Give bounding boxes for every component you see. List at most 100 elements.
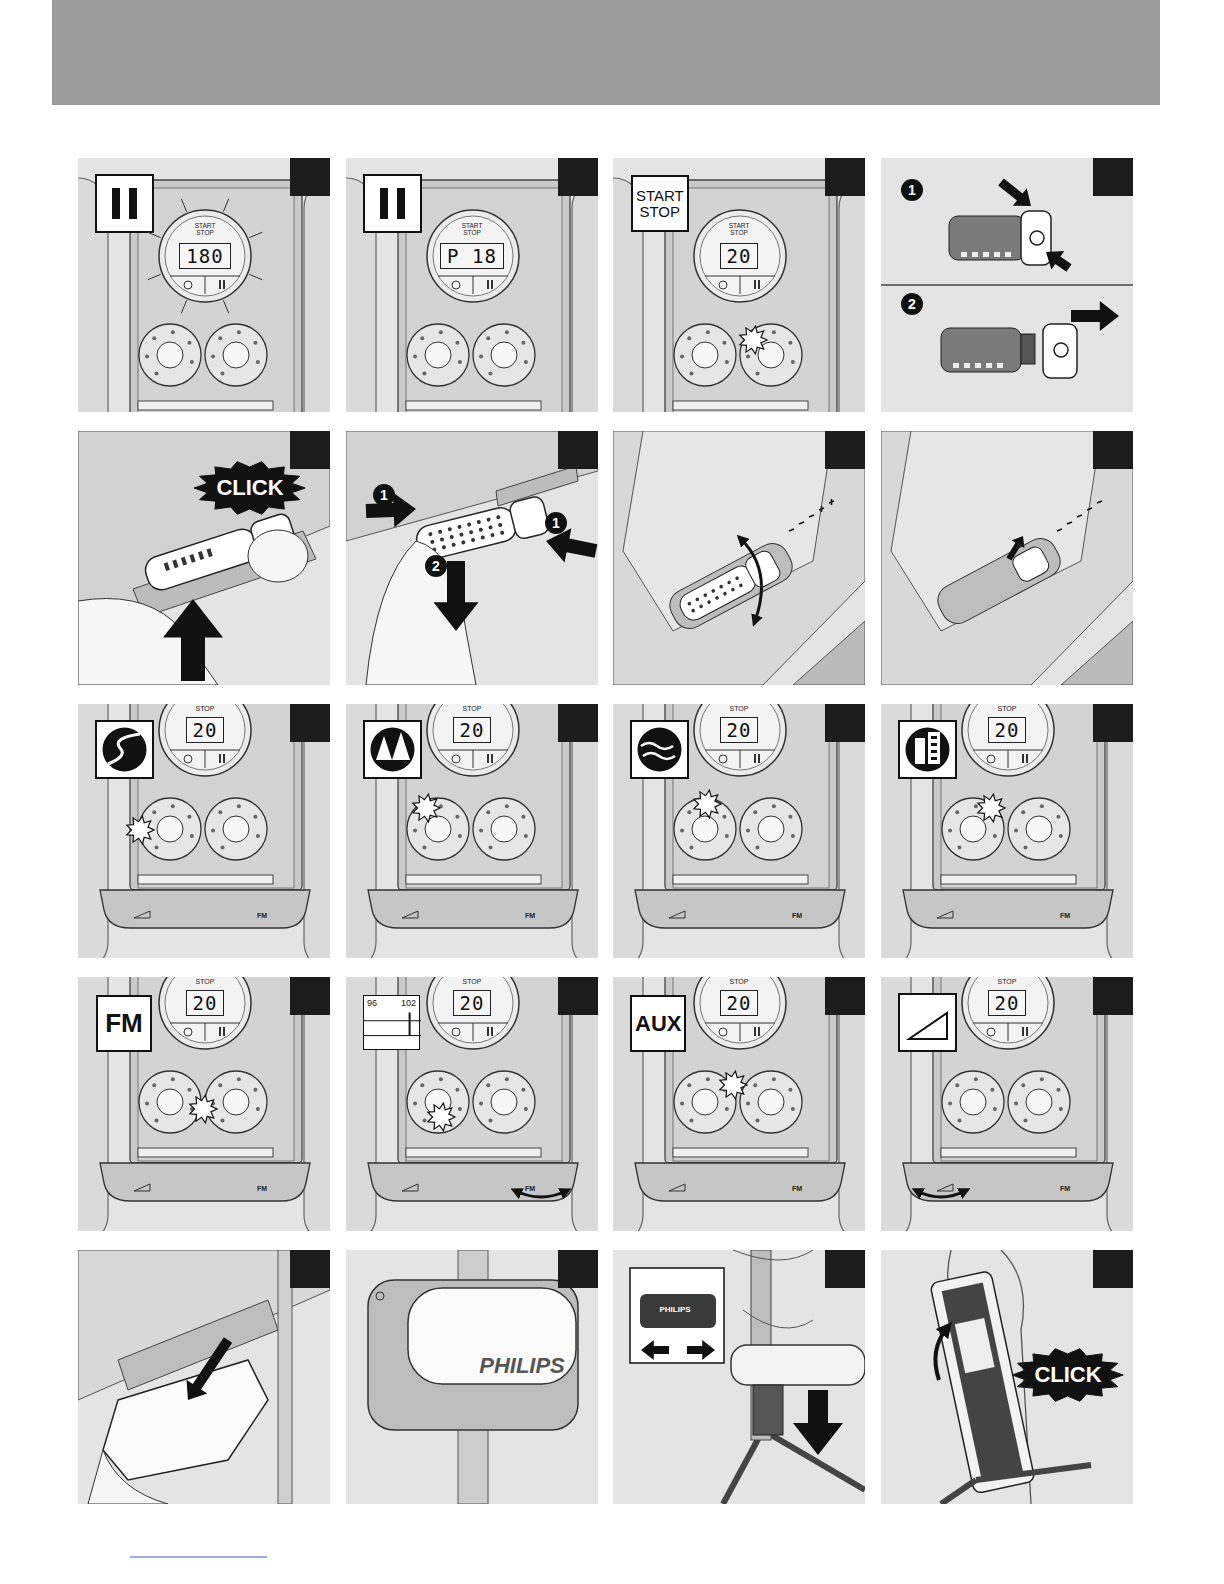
- illustration-rect: [406, 1148, 541, 1157]
- illustration-path: [100, 890, 310, 928]
- illustration-rect: [986, 363, 992, 368]
- illustration-circle: [687, 601, 692, 606]
- arrow: [998, 178, 1031, 206]
- illustration-g: [881, 178, 1133, 378]
- display-readout: P 18: [447, 245, 497, 268]
- scale-line: [364, 1020, 421, 1021]
- panel-ground: [346, 431, 598, 685]
- illustration-circle: [968, 977, 1048, 1043]
- illustration-line: [740, 1023, 741, 1041]
- illustration-circle: [699, 604, 704, 609]
- illustration-circle: [692, 816, 718, 842]
- illustration-circle: [505, 804, 509, 808]
- illustration-circle: [479, 1101, 483, 1105]
- press-burst: [694, 790, 721, 818]
- illustration-g: [930, 1271, 1035, 1494]
- callout-number: 1: [901, 179, 923, 201]
- illustration-circle: [692, 342, 718, 368]
- illustration-circle: [205, 324, 267, 386]
- illustration-rect: [406, 875, 541, 884]
- illustration-circle: [772, 330, 776, 334]
- illustration-path: [635, 1163, 845, 1201]
- illustration-rect: [972, 252, 978, 257]
- step-number-box: [558, 431, 598, 469]
- panel-18: [346, 1250, 598, 1504]
- icon-box: [364, 721, 421, 778]
- lcd-display: 180: [179, 243, 230, 270]
- illustration-circle: [703, 593, 708, 598]
- illustration-circle: [521, 341, 525, 345]
- illustration-line: [723, 1430, 763, 1504]
- illustration-circle: [960, 1089, 986, 1115]
- illustration-circle: [154, 372, 158, 376]
- illustration-g: [613, 431, 865, 685]
- illustration-circle: [706, 330, 710, 334]
- step-number-box: [1093, 977, 1133, 1015]
- illustration-rect: [933, 704, 1105, 890]
- link-line: [130, 1557, 267, 1558]
- illustration-circle: [700, 216, 780, 296]
- callout-number: 1: [908, 183, 916, 197]
- illustration-rect: [640, 1294, 716, 1328]
- illustration-rect: [198, 551, 204, 560]
- illustration-circle: [1059, 834, 1063, 838]
- lcd-display: 20: [720, 243, 759, 270]
- icon-box: [96, 721, 153, 778]
- illustration-circle: [1026, 816, 1052, 842]
- illustration-circle: [413, 828, 417, 832]
- illustration-circle: [974, 1077, 978, 1081]
- node-text: CLICK: [216, 477, 283, 499]
- illustration-path: [903, 890, 1113, 928]
- illustration-circle: [440, 537, 445, 542]
- illustration-rect: [223, 280, 225, 289]
- illustration-circle: [491, 342, 517, 368]
- illustration-rect: [1026, 1027, 1028, 1036]
- illustration-line: [799, 522, 804, 524]
- illustration-circle: [220, 372, 224, 376]
- illustration-rect: [931, 750, 937, 753]
- illustration-rect: [508, 495, 550, 540]
- illustration-rect: [941, 977, 1097, 1161]
- panel-5: [78, 431, 330, 685]
- illustration-circle: [1059, 1107, 1063, 1111]
- illustration-rect: [961, 252, 967, 257]
- arrow: [641, 1340, 669, 1360]
- illustration-circle: [145, 354, 149, 358]
- illustration-circle: [772, 1077, 776, 1081]
- illustration-rect: [673, 875, 808, 884]
- illustration-circle: [486, 810, 490, 814]
- illustration-circle: [695, 597, 700, 602]
- click-burst: CLICK: [193, 460, 306, 516]
- illustration-rect: [931, 757, 937, 760]
- panel-9: [38, 652, 374, 972]
- knob-label: FM: [1060, 912, 1070, 920]
- panel-17: [78, 1250, 330, 1504]
- illustration-line: [809, 515, 814, 517]
- illustration-circle: [521, 1088, 525, 1092]
- illustration-circle: [139, 324, 201, 386]
- illustration-rect: [941, 1148, 1076, 1157]
- illustration-rect: [942, 1283, 1024, 1482]
- display-readout: 20: [727, 992, 752, 1015]
- lcd-display: 20: [720, 717, 759, 744]
- illustration-circle: [725, 360, 729, 364]
- illustration-rect: [491, 280, 493, 289]
- illustration-g: [78, 704, 330, 958]
- illustration-circle: [433, 704, 513, 770]
- node-text: 102: [401, 998, 416, 1008]
- illustration-circle: [159, 210, 251, 302]
- arrow: [687, 1340, 715, 1360]
- illustration-circle: [159, 704, 251, 776]
- illustration-rect: [304, 178, 330, 412]
- panel-10: [306, 652, 642, 972]
- illustration-rect: [491, 1027, 493, 1036]
- illustration-circle: [184, 281, 192, 289]
- illustration-path: [643, 753, 675, 759]
- illustration-rect: [758, 280, 760, 289]
- illustration-line: [831, 499, 833, 505]
- arrow: [1006, 536, 1024, 561]
- illustration-g: [78, 175, 330, 412]
- illustration-circle: [438, 529, 443, 534]
- illustration-line: [740, 276, 741, 294]
